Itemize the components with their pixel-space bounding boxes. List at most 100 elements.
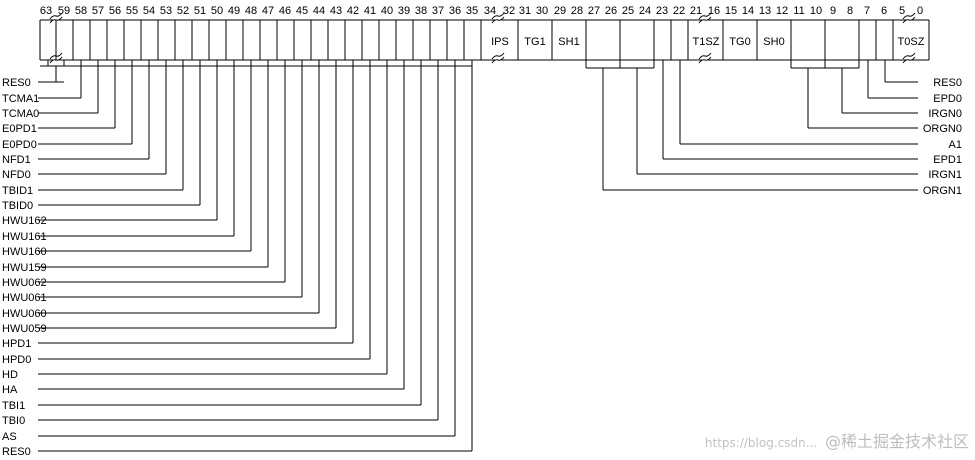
field-labels: RES0TCMA1TCMA0E0PD1E0PD0NFD1NFD0TBID1TBI… xyxy=(2,77,962,458)
break-mark-icon xyxy=(49,56,63,64)
bit-number-50: 50 xyxy=(211,5,223,17)
bit-number-39: 39 xyxy=(398,5,410,17)
label-res0-6: RES0 xyxy=(933,77,962,89)
bit-number-29: 29 xyxy=(554,5,566,17)
bit-number-47: 47 xyxy=(262,5,274,17)
label-epd0: EPD0 xyxy=(933,93,962,105)
bit-number-58: 58 xyxy=(75,5,87,17)
label-tbid0: TBID0 xyxy=(2,200,33,212)
bit-number-16: 16 xyxy=(708,5,720,17)
break-mark-icon xyxy=(491,16,505,24)
label-ha: HA xyxy=(2,384,18,396)
label-irgn0: IRGN0 xyxy=(928,108,962,120)
bit-number-30: 30 xyxy=(536,5,548,17)
label-e0pd1: E0PD1 xyxy=(2,123,37,135)
label-res0-35: RES0 xyxy=(2,446,31,458)
label-tcma1: TCMA1 xyxy=(2,93,39,105)
bit-number-32: 32 xyxy=(503,5,515,17)
bit-number-38: 38 xyxy=(415,5,427,17)
break-mark-icon xyxy=(49,52,63,60)
bit-number-15: 15 xyxy=(725,5,737,17)
label-nfd0: NFD0 xyxy=(2,169,31,181)
bit-number-12: 12 xyxy=(776,5,788,17)
bit-number-27: 27 xyxy=(588,5,600,17)
label-hpd1: HPD1 xyxy=(2,338,31,350)
bit-number-56: 56 xyxy=(109,5,121,17)
break-mark-icon xyxy=(902,52,916,60)
bit-number-55: 55 xyxy=(126,5,138,17)
bit-number-31: 31 xyxy=(519,5,531,17)
bit-number-9: 9 xyxy=(830,5,836,17)
label-hwu060: HWU060 xyxy=(2,308,47,320)
bit-number-54: 54 xyxy=(143,5,155,17)
bit-number-8: 8 xyxy=(847,5,853,17)
bit-number-48: 48 xyxy=(245,5,257,17)
break-mark-icon xyxy=(49,12,63,20)
label-nfd1: NFD1 xyxy=(2,154,31,166)
label-e0pd0: E0PD0 xyxy=(2,139,37,151)
label-tbi0: TBI0 xyxy=(2,415,25,427)
label-irgn1: IRGN1 xyxy=(928,169,962,181)
break-mark-icon xyxy=(491,12,505,20)
label-tbid1: TBID1 xyxy=(2,185,33,197)
break-mark-icon xyxy=(902,12,916,20)
bit-number-24: 24 xyxy=(639,5,651,17)
label-hd: HD xyxy=(2,369,18,381)
label-orgn1: ORGN1 xyxy=(923,185,962,197)
field-name-row: IPS TG1 SH1 T1SZ TG0 SH0 T0SZ xyxy=(491,36,925,48)
break-mark-icon xyxy=(49,16,63,24)
break-mark-icon xyxy=(491,56,505,64)
bit-number-43: 43 xyxy=(330,5,342,17)
watermark-site: @稀土掘金技术社区 xyxy=(824,432,969,451)
bit-number-36: 36 xyxy=(449,5,461,17)
field-sh0: SH0 xyxy=(763,36,784,48)
bit-number-44: 44 xyxy=(313,5,325,17)
bit-number-21: 21 xyxy=(690,5,702,17)
bit-number-63: 63 xyxy=(40,5,52,17)
label-hwu061: HWU061 xyxy=(2,292,47,304)
break-mark-icon xyxy=(902,56,916,64)
label-epd1: EPD1 xyxy=(933,154,962,166)
bit-number-13: 13 xyxy=(759,5,771,17)
label-tcma0: TCMA0 xyxy=(2,108,39,120)
bit-number-5: 5 xyxy=(899,5,905,17)
field-t1sz: T1SZ xyxy=(693,36,720,48)
bit-number-45: 45 xyxy=(296,5,308,17)
label-hwu162: HWU162 xyxy=(2,215,47,227)
bit-number-35: 35 xyxy=(466,5,478,17)
label-tbi1: TBI1 xyxy=(2,400,25,412)
bit-number-14: 14 xyxy=(742,5,754,17)
register-box xyxy=(39,12,930,64)
field-sh1: SH1 xyxy=(558,36,579,48)
label-orgn0: ORGN0 xyxy=(923,123,962,135)
bit-number-46: 46 xyxy=(279,5,291,17)
field-ips: IPS xyxy=(491,36,509,48)
label-hpd0: HPD0 xyxy=(2,354,31,366)
bit-number-26: 26 xyxy=(605,5,617,17)
label-hwu059: HWU059 xyxy=(2,323,47,335)
bit-number-22: 22 xyxy=(673,5,685,17)
label-a1: A1 xyxy=(949,139,962,151)
label-as: AS xyxy=(2,431,17,443)
label-hwu160: HWU160 xyxy=(2,246,47,258)
watermark-url: https://blog.csdn... xyxy=(704,436,818,450)
bit-number-34: 34 xyxy=(484,5,496,17)
bit-number-49: 49 xyxy=(228,5,240,17)
field-tg1: TG1 xyxy=(524,36,545,48)
break-mark-icon xyxy=(491,52,505,60)
bit-number-57: 57 xyxy=(92,5,104,17)
bit-number-6: 6 xyxy=(881,5,887,17)
bit-number-42: 42 xyxy=(347,5,359,17)
field-tg0: TG0 xyxy=(729,36,750,48)
label-res0-63: RES0 xyxy=(2,77,31,89)
break-mark-icon xyxy=(902,16,916,24)
bit-number-0: 0 xyxy=(917,5,923,17)
break-mark-icon xyxy=(698,52,712,60)
bit-number-53: 53 xyxy=(160,5,172,17)
break-mark-icon xyxy=(698,12,712,20)
field-t0sz: T0SZ xyxy=(898,36,925,48)
label-hwu161: HWU161 xyxy=(2,231,47,243)
bit-number-25: 25 xyxy=(622,5,634,17)
